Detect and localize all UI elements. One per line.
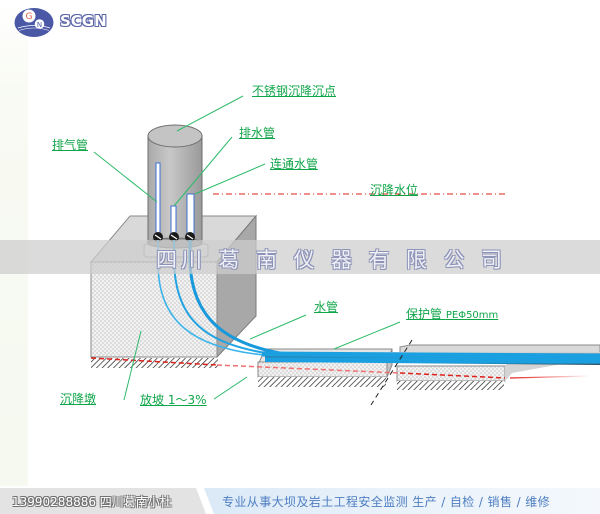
- label-connect-pipe: 连通水管: [270, 157, 319, 171]
- watermark-char: 四: [156, 248, 177, 272]
- label-stainless-point: 不锈钢沉降沉点: [252, 84, 337, 98]
- label-water-level: 沉降水位: [370, 183, 419, 197]
- label-protect-pipe-spec: PEΦ50mm: [445, 310, 499, 321]
- footer-bar: 13990288886 四川葛南小杜 专业从事大坝及岩土工程安全监测 生产 / …: [0, 488, 600, 514]
- protection-slabs: [257, 344, 600, 390]
- brand-name: SCGN: [60, 12, 107, 30]
- footer-slogan-panel: 专业从事大坝及岩土工程安全监测 生产 / 自检 / 销售 / 维修: [204, 488, 600, 514]
- label-slope-text: 放坡: [140, 393, 165, 407]
- label-vent-pipe: 排气管: [52, 138, 89, 152]
- watermark-char: 仪: [293, 248, 315, 272]
- company-watermark: 四 川 葛 南 仪 器 有 限 公 司: [0, 240, 600, 274]
- label-water-pipe: 水管: [314, 300, 339, 314]
- footer-contact-panel: 13990288886 四川葛南小杜: [0, 488, 204, 514]
- label-protect-pipe: 保护管 PEΦ50mm: [406, 307, 498, 323]
- watermark-char: 司: [481, 248, 502, 272]
- label-pier: 沉降墩: [60, 392, 97, 406]
- slope-line: [90, 357, 591, 379]
- logo-letter-g: G: [26, 12, 33, 22]
- footer-slogan: 专业从事大坝及岩土工程安全监测 生产 / 自检 / 销售 / 维修: [222, 495, 551, 509]
- label-protect-pipe-text: 保护管: [406, 307, 443, 321]
- footer-contact: 13990288886 四川葛南小杜: [12, 495, 172, 509]
- logo-letter-n: N: [37, 21, 42, 29]
- watermark-char: 葛: [218, 248, 240, 272]
- watermark-char: 南: [256, 248, 277, 272]
- label-slope-value: 1～3%: [167, 393, 207, 407]
- label-slope: 放坡 1～3%: [140, 393, 207, 407]
- valve-knobs: [153, 232, 195, 242]
- watermark-char: 限: [406, 248, 427, 272]
- watermark-char: 川: [181, 248, 202, 272]
- leader-lines: [93, 95, 401, 401]
- break-line: [370, 339, 413, 406]
- label-drain-pipe: 排水管: [239, 126, 276, 140]
- company-logo-icon: G N: [14, 8, 54, 37]
- footer-divider: [196, 488, 214, 514]
- watermark-char: 有: [368, 248, 390, 272]
- watermark-char: 器: [331, 248, 352, 272]
- watermark-char: 公: [443, 248, 465, 272]
